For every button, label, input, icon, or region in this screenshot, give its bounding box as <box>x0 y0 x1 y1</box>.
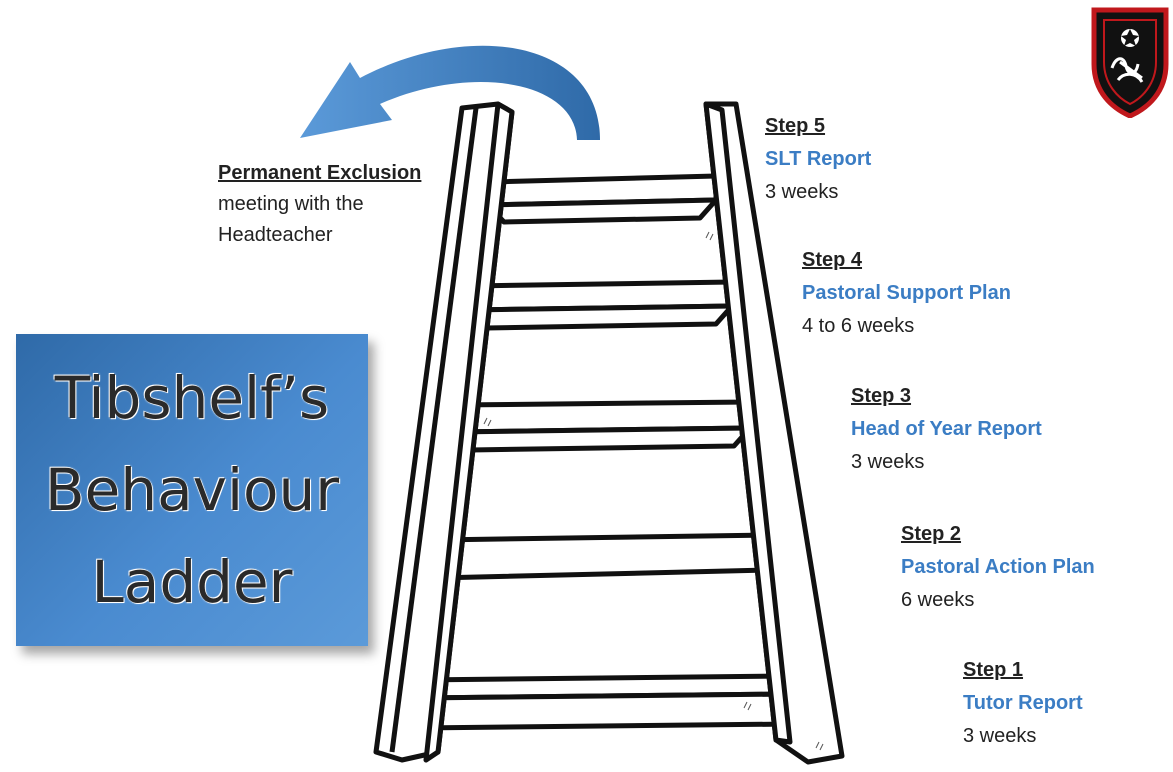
step-2-label: Step 2 Pastoral Action Plan 6 weeks <box>901 518 1095 617</box>
title-line-3: Ladder <box>91 548 293 616</box>
step-duration: 3 weeks <box>765 181 839 203</box>
step-4-label: Step 4 Pastoral Support Plan 4 to 6 week… <box>802 244 1011 343</box>
step-name: Pastoral Action Plan <box>901 556 1095 578</box>
exclusion-heading: Permanent Exclusion <box>218 162 422 184</box>
step-duration: 6 weeks <box>901 589 975 611</box>
step-heading: Step 2 <box>901 523 962 545</box>
step-name: Head of Year Report <box>851 418 1042 440</box>
step-name: Tutor Report <box>963 692 1083 714</box>
ladder-rung-4 <box>467 279 735 331</box>
step-heading: Step 3 <box>851 385 912 407</box>
step-1-label: Step 1 Tutor Report 3 weeks <box>963 654 1083 753</box>
ladder-rung-2 <box>433 532 773 581</box>
ladder-rung-1 <box>415 673 795 731</box>
ladder-title-box: Tibshelf’s Behaviour Ladder <box>16 334 368 646</box>
title-line-2: Behaviour <box>44 456 340 524</box>
step-duration: 4 to 6 weeks <box>802 315 915 337</box>
ladder-rung-3 <box>451 399 753 453</box>
step-heading: Step 1 <box>963 659 1024 681</box>
step-duration: 3 weeks <box>851 451 925 473</box>
ladder <box>373 101 845 765</box>
curved-arrow-icon <box>300 45 600 140</box>
step-5-label: Step 5 SLT Report 3 weeks <box>765 110 871 209</box>
step-name: Pastoral Support Plan <box>802 282 1011 304</box>
step-heading: Step 4 <box>802 249 863 271</box>
exclusion-line-1: meeting with the <box>218 193 364 215</box>
step-duration: 3 weeks <box>963 725 1037 747</box>
title-line-1: Tibshelf’s <box>54 364 330 432</box>
ladder-left-rail <box>373 101 515 763</box>
step-name: SLT Report <box>765 148 872 170</box>
permanent-exclusion-note: Permanent Exclusion meeting with the Hea… <box>218 158 421 251</box>
ladder-right-rail <box>703 101 845 765</box>
school-crest-icon <box>1091 7 1169 118</box>
exclusion-line-2: Headteacher <box>218 224 333 246</box>
step-heading: Step 5 <box>765 115 826 137</box>
step-3-label: Step 3 Head of Year Report 3 weeks <box>851 380 1042 479</box>
ladder-rung-5 <box>485 173 719 225</box>
